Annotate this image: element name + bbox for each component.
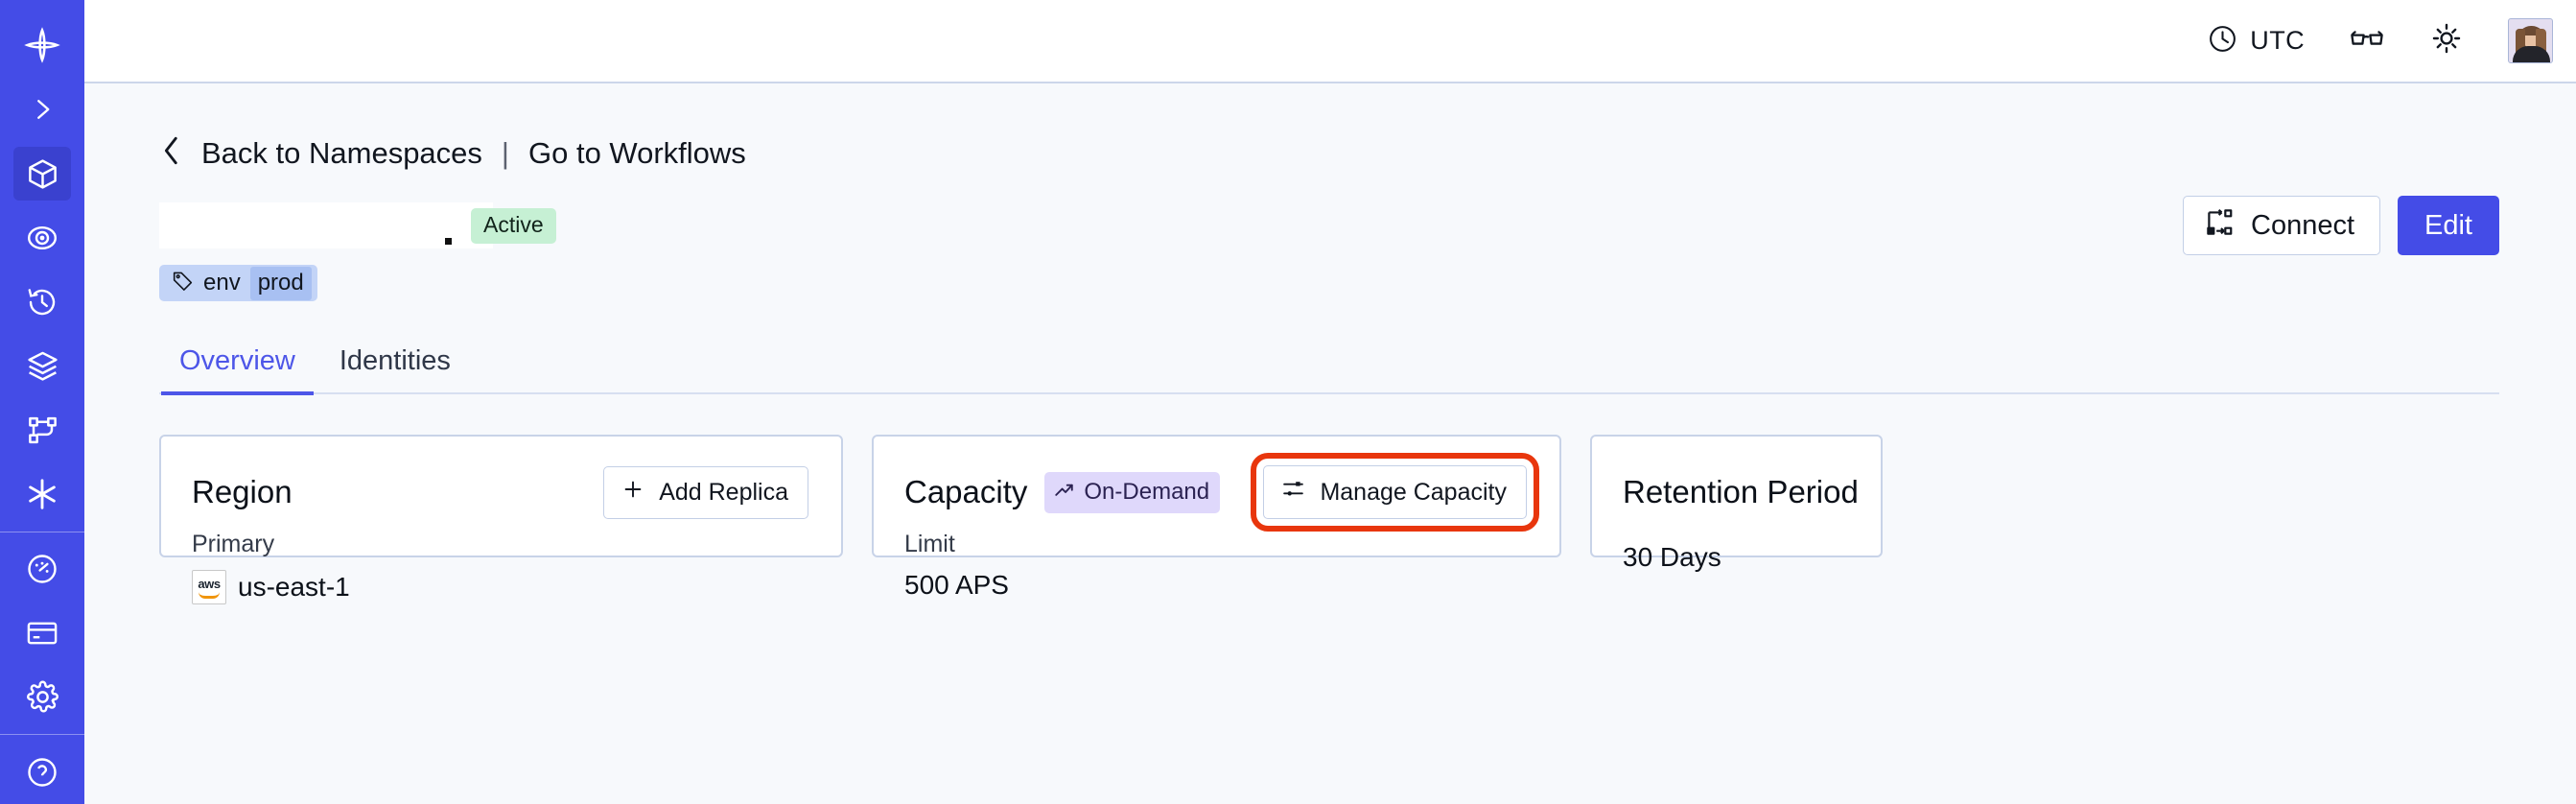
tag-value: prod bbox=[249, 266, 312, 300]
chevron-right-icon[interactable] bbox=[13, 83, 71, 136]
tab-overview[interactable]: Overview bbox=[161, 338, 314, 395]
aws-logo-icon: aws bbox=[192, 570, 226, 604]
avatar-body bbox=[2513, 46, 2550, 62]
region-value: us-east-1 bbox=[238, 572, 350, 602]
sidebar-divider-bottom bbox=[0, 734, 84, 736]
docs-button[interactable] bbox=[2349, 20, 2385, 61]
nodes-icon[interactable] bbox=[13, 403, 71, 457]
main-column: UTC bbox=[84, 0, 2576, 804]
capacity-card: Capacity On-Demand bbox=[872, 435, 1561, 600]
temporal-logo-icon[interactable] bbox=[13, 18, 71, 72]
connect-button-label: Connect bbox=[2251, 209, 2355, 241]
aws-logo-text: aws bbox=[198, 576, 221, 591]
manage-capacity-label: Manage Capacity bbox=[1320, 478, 1507, 506]
asterisk-icon[interactable] bbox=[13, 467, 71, 521]
region-card-header: Region Add Replica bbox=[192, 465, 808, 519]
user-avatar[interactable] bbox=[2508, 18, 2553, 63]
overview-cards: Region Add Replica Primary bbox=[159, 435, 2499, 604]
layers-icon[interactable] bbox=[13, 340, 71, 393]
help-circle-icon[interactable] bbox=[13, 745, 71, 799]
aws-logo-swoosh bbox=[199, 592, 220, 599]
header-actions: Connect Edit bbox=[2183, 196, 2499, 255]
retention-card: Retention Period 30 Days bbox=[1590, 435, 1883, 572]
gear-icon[interactable] bbox=[13, 671, 71, 724]
capacity-card-title: Capacity bbox=[904, 474, 1028, 509]
avatar-hair-left bbox=[2516, 29, 2525, 59]
sliders-icon bbox=[1281, 477, 1305, 508]
breadcrumb-separator: | bbox=[501, 135, 509, 170]
retention-value: 30 Days bbox=[1623, 542, 1721, 572]
breadcrumb-back-link[interactable]: Back to Namespaces bbox=[201, 135, 482, 170]
region-card: Region Add Replica Primary bbox=[159, 435, 843, 604]
page-content: Back to Namespaces | Go to Workflows Act… bbox=[84, 83, 2576, 804]
timezone-selector[interactable]: UTC bbox=[2207, 23, 2305, 59]
sidebar-item-expand-nav[interactable] bbox=[0, 78, 84, 142]
on-demand-badge-label: On-Demand bbox=[1084, 478, 1210, 505]
top-header-bar: UTC bbox=[84, 0, 2576, 83]
capacity-limit-label: Limit bbox=[904, 531, 955, 557]
sidebar-item-namespaces[interactable] bbox=[0, 142, 84, 206]
namespace-tags: env prod bbox=[159, 265, 2499, 301]
capacity-card-header: Capacity On-Demand bbox=[904, 453, 1539, 532]
avatar-fringe bbox=[2522, 28, 2541, 35]
namespace-name-dot bbox=[445, 237, 452, 245]
sidebar-item-billing[interactable] bbox=[0, 601, 84, 665]
region-primary-label: Primary bbox=[192, 531, 275, 557]
connect-button[interactable]: Connect bbox=[2183, 196, 2381, 255]
namespace-title-row: Active Co bbox=[159, 196, 2499, 255]
glasses-icon bbox=[2349, 20, 2385, 61]
retention-card-title: Retention Period bbox=[1623, 474, 1859, 509]
region-value-row: aws us-east-1 bbox=[192, 570, 808, 604]
connection-icon bbox=[2205, 207, 2235, 245]
sidebar-item-history[interactable] bbox=[0, 270, 84, 334]
add-replica-label: Add Replica bbox=[659, 478, 788, 506]
add-replica-button[interactable]: Add Replica bbox=[603, 465, 808, 519]
tag-env[interactable]: env prod bbox=[159, 265, 317, 301]
tag-key: env bbox=[203, 270, 241, 296]
chevron-left-icon[interactable] bbox=[159, 134, 184, 172]
namespace-name bbox=[159, 202, 493, 248]
tag-icon bbox=[172, 270, 194, 296]
trending-up-icon bbox=[1053, 479, 1075, 506]
edit-button[interactable]: Edit bbox=[2398, 196, 2499, 255]
tab-bar: Overview Identities bbox=[159, 338, 2499, 395]
breadcrumb: Back to Namespaces | Go to Workflows bbox=[159, 83, 2499, 172]
cube-icon[interactable] bbox=[13, 147, 71, 201]
on-demand-badge: On-Demand bbox=[1044, 471, 1221, 513]
sidebar-item-help[interactable] bbox=[0, 740, 84, 804]
primary-sidebar bbox=[0, 0, 84, 804]
manage-capacity-button[interactable]: Manage Capacity bbox=[1251, 453, 1539, 532]
sidebar-item-workflows[interactable] bbox=[0, 398, 84, 462]
sidebar-item-usage[interactable] bbox=[0, 537, 84, 602]
capacity-limit-value: 500 APS bbox=[904, 570, 1009, 600]
gauge-icon[interactable] bbox=[13, 542, 71, 596]
sidebar-item-integrations[interactable] bbox=[0, 462, 84, 527]
credit-card-icon[interactable] bbox=[13, 606, 71, 660]
eye-target-icon[interactable] bbox=[13, 211, 71, 265]
timezone-label: UTC bbox=[2250, 26, 2305, 55]
sidebar-item-schedules[interactable] bbox=[0, 334, 84, 398]
sidebar-item-temporal-logo[interactable] bbox=[0, 13, 84, 78]
status-badge: Active bbox=[471, 207, 556, 244]
tab-identities[interactable]: Identities bbox=[339, 345, 451, 376]
theme-toggle-button[interactable] bbox=[2429, 21, 2464, 60]
sidebar-item-settings[interactable] bbox=[0, 665, 84, 729]
clock-icon bbox=[2207, 23, 2238, 59]
plus-icon bbox=[621, 478, 644, 508]
region-card-title: Region bbox=[192, 474, 293, 509]
avatar-hair-right bbox=[2536, 29, 2546, 59]
sun-icon bbox=[2429, 21, 2464, 60]
sidebar-item-observability[interactable] bbox=[0, 205, 84, 270]
breadcrumb-workflows-link[interactable]: Go to Workflows bbox=[527, 135, 746, 170]
retention-card-header: Retention Period bbox=[1623, 465, 1859, 519]
clock-rewind-icon[interactable] bbox=[13, 275, 71, 329]
